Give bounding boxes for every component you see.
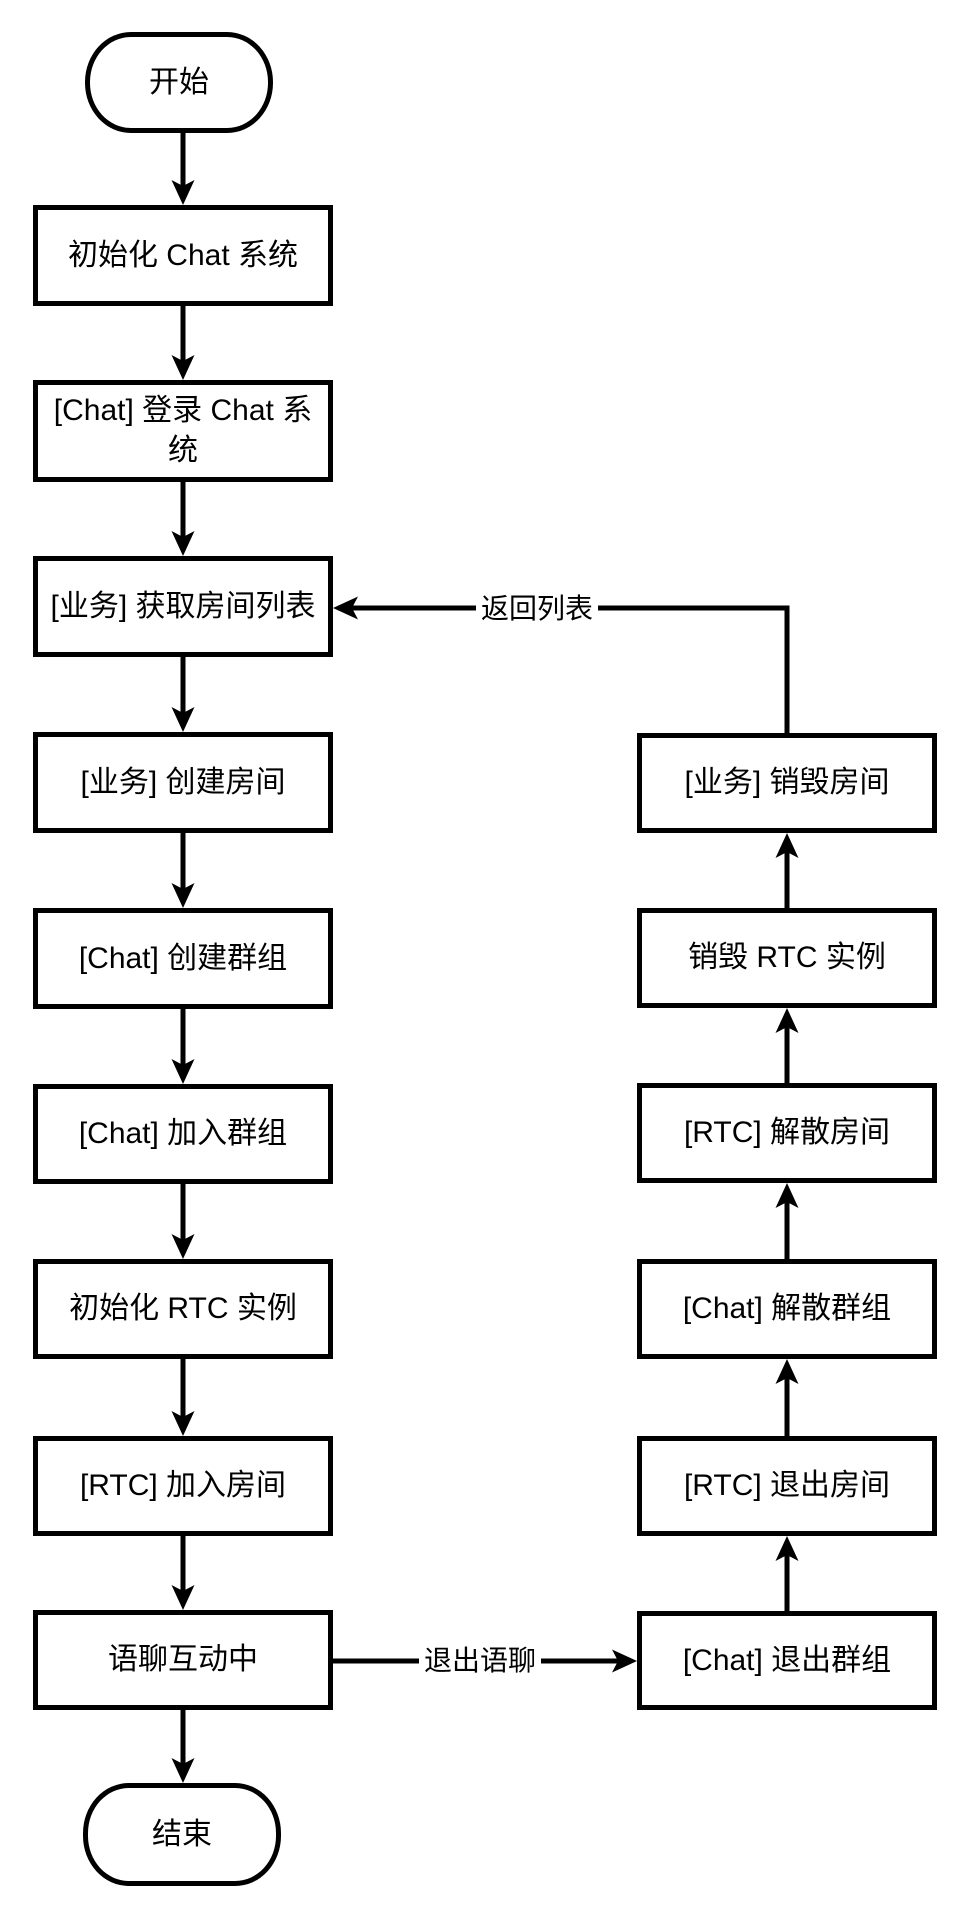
node-init-chat-system: 初始化 Chat 系统 <box>33 205 333 306</box>
edge-label-return-list: 返回列表 <box>475 592 599 626</box>
arrow-voice-chat-to-end <box>171 1710 195 1783</box>
arrow-init-chat-to-login <box>171 306 195 380</box>
node-exit-room: [RTC] 退出房间 <box>637 1436 937 1536</box>
node-join-room: [RTC] 加入房间 <box>33 1436 333 1536</box>
node-get-room-list: [业务] 获取房间列表 <box>33 556 333 657</box>
arrow-destroy-rtc-to-destroy-room <box>775 833 799 908</box>
arrow-join-group-to-init-rtc <box>171 1184 195 1259</box>
node-init-rtc-instance: 初始化 RTC 实例 <box>33 1259 333 1359</box>
node-create-group: [Chat] 创建群组 <box>33 908 333 1009</box>
arrow-exit-room-to-dismiss-group <box>775 1359 799 1436</box>
arrow-join-room-to-voice-chat <box>171 1536 195 1610</box>
arrow-start-to-init-chat <box>171 133 195 205</box>
node-destroy-rtc-instance: 销毁 RTC 实例 <box>637 908 937 1008</box>
node-login-chat-system: [Chat] 登录 Chat 系统 <box>33 380 333 482</box>
node-dismiss-group: [Chat] 解散群组 <box>637 1259 937 1359</box>
arrow-dismiss-group-to-dismiss-room <box>775 1183 799 1259</box>
arrow-exit-group-to-exit-room <box>775 1536 799 1611</box>
edge-label-exit-voice-chat: 退出语聊 <box>418 1644 542 1678</box>
node-join-group: [Chat] 加入群组 <box>33 1084 333 1184</box>
arrow-dismiss-room-to-destroy-rtc <box>775 1008 799 1083</box>
node-create-room: [业务] 创建房间 <box>33 732 333 833</box>
node-start: 开始 <box>85 32 273 133</box>
node-voice-chatting: 语聊互动中 <box>33 1610 333 1710</box>
arrow-get-room-list-to-create-room <box>171 657 195 732</box>
node-end: 结束 <box>83 1783 281 1886</box>
arrow-init-rtc-to-join-room <box>171 1359 195 1436</box>
arrow-create-room-to-create-group <box>171 833 195 908</box>
node-exit-group: [Chat] 退出群组 <box>637 1611 937 1710</box>
arrow-login-to-get-room-list <box>171 482 195 556</box>
node-dismiss-room: [RTC] 解散房间 <box>637 1083 937 1183</box>
arrow-create-group-to-join-group <box>171 1009 195 1084</box>
node-destroy-room: [业务] 销毁房间 <box>637 733 937 833</box>
